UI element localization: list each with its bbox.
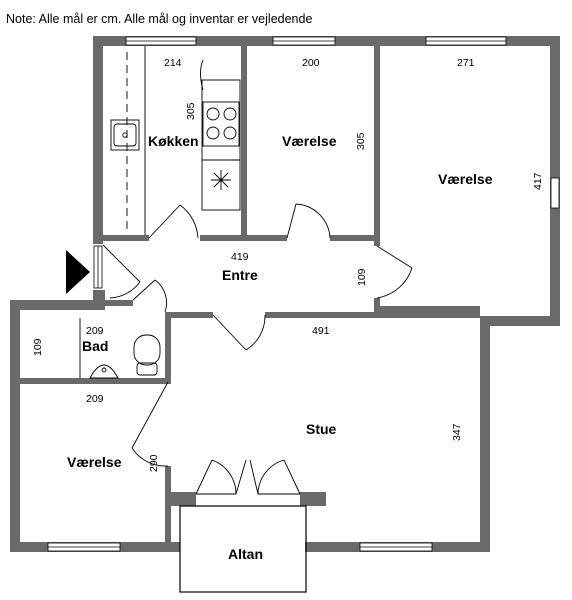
dim-bath-width: 209 — [86, 325, 104, 337]
dimension-labels: 214 305 200 305 271 417 419 109 209 109 … — [32, 57, 544, 472]
dim-bedroom-mid-height: 305 — [355, 132, 367, 150]
doors — [102, 203, 413, 495]
stove-icon — [202, 101, 240, 147]
dim-kitchen-width: 214 — [164, 57, 182, 69]
room-label-balcony: Altan — [228, 546, 263, 562]
dim-bedroom-right-width: 271 — [457, 57, 475, 69]
dim-bedroom-mid-width: 200 — [302, 57, 320, 69]
dim-bath-height: 109 — [32, 338, 44, 356]
room-label-hall: Entre — [222, 267, 258, 283]
washbasin-icon — [89, 364, 119, 379]
dim-kitchen-height: 305 — [185, 102, 197, 120]
balcony-outline — [179, 505, 307, 593]
room-label-bedroom-right: Værelse — [438, 171, 493, 187]
room-label-kitchen: Køkken — [148, 133, 199, 149]
dim-living-height: 347 — [451, 423, 463, 441]
dim-hall-width: 419 — [231, 251, 249, 263]
plan-note: Note: Alle mål er cm. Alle mål og invent… — [6, 12, 312, 26]
bath-fixtures — [79, 318, 161, 379]
sink-icon — [110, 119, 140, 151]
fan-icon — [211, 170, 231, 190]
dim-bedroom-right-height: 417 — [532, 172, 544, 190]
windows — [47, 36, 560, 552]
dim-bedroom-left-height: 290 — [148, 454, 160, 472]
room-labels: Køkken Værelse Værelse Entre Bad Værelse… — [67, 133, 493, 562]
room-label-bath: Bad — [82, 338, 108, 354]
dim-bedroom-left-width: 209 — [86, 393, 104, 405]
entrance-arrow-icon — [66, 250, 90, 294]
room-label-living: Stue — [306, 421, 337, 437]
walls — [10, 36, 560, 552]
toilet-icon — [133, 334, 161, 376]
room-label-bedroom-mid: Værelse — [282, 133, 337, 149]
room-label-bedroom-left: Værelse — [67, 454, 122, 470]
dim-hall-height: 109 — [356, 268, 368, 286]
dim-living-width: 491 — [312, 325, 330, 337]
kitchen-fixtures — [110, 46, 241, 235]
